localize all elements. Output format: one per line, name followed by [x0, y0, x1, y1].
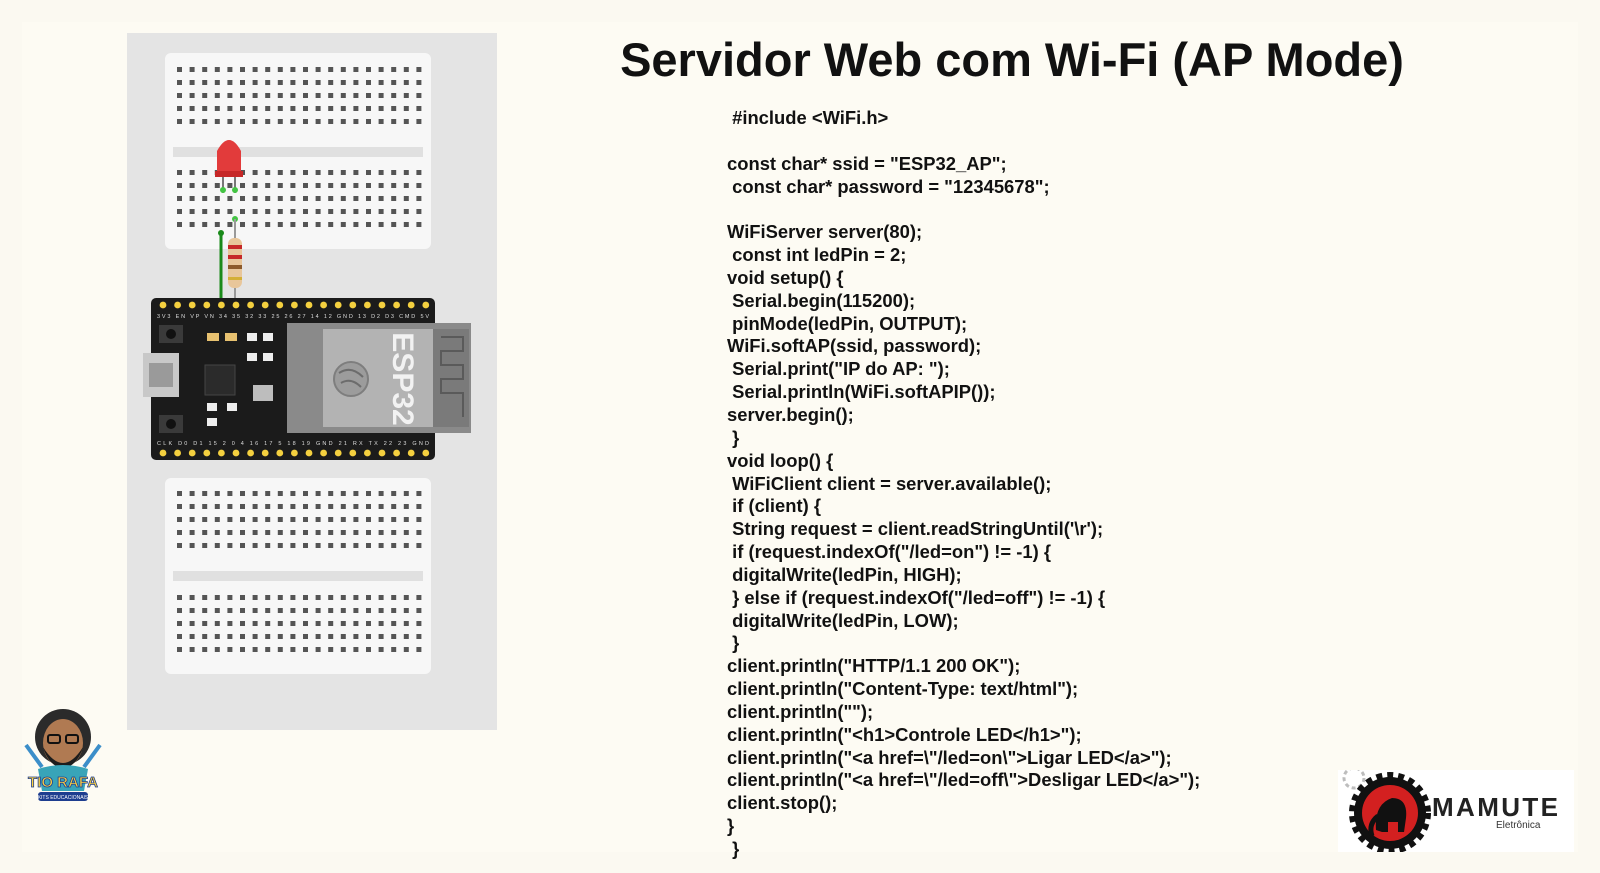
svg-text:ESP32: ESP32	[386, 332, 419, 425]
code-line: const int ledPin = 2;	[727, 244, 907, 266]
code-line: }	[727, 838, 740, 859]
svg-text:MAMUTE: MAMUTE	[1432, 792, 1558, 822]
code-line: Serial.begin(115200);	[727, 289, 916, 311]
code-line: client.println("HTTP/1.1 200 OK");	[727, 655, 1021, 677]
code-line: WiFiServer server(80);	[727, 221, 923, 243]
code-block: #include <WiFi.h> const char* ssid = "ES…	[727, 107, 1200, 861]
code-line: client.stop();	[727, 792, 838, 814]
code-line: WiFi.softAP(ssid, password);	[727, 335, 982, 357]
code-line: client.println("Content-Type: text/html"…	[727, 678, 1079, 700]
svg-text:Eletrônica: Eletrônica	[1496, 820, 1541, 831]
breadboard-illustration: 3V3 EN VP VN 34 35 32 33 25 26 27 14 12 …	[143, 53, 471, 674]
code-line: Serial.print("IP do AP: ");	[727, 358, 950, 380]
code-line: client.println("");	[727, 700, 874, 722]
code-line: if (client) {	[727, 495, 822, 517]
code-line: server.begin();	[727, 403, 854, 425]
code-line: client.println("<a href=\"/led=on\">Liga…	[727, 746, 1172, 768]
code-line: const char* password = "12345678";	[727, 175, 1050, 197]
code-line: client.println("<h1>Controle LED</h1>");	[727, 723, 1082, 745]
tio-rafa-logo: TIO RAFA KITS EDUCACIONAIS	[18, 695, 108, 807]
code-line: }	[727, 426, 740, 448]
code-line: void loop() {	[727, 449, 834, 471]
code-line: WiFiClient client = server.available();	[727, 472, 1052, 494]
svg-text:TIO RAFA: TIO RAFA	[28, 774, 98, 791]
code-line: String request = client.readStringUntil(…	[727, 518, 1104, 540]
circuit-diagram: 3V3 EN VP VN 34 35 32 33 25 26 27 14 12 …	[127, 33, 497, 730]
code-line: digitalWrite(ledPin, HIGH);	[727, 563, 962, 585]
code-line: }	[727, 632, 740, 654]
code-line: void setup() {	[727, 266, 844, 288]
resistor-icon	[228, 216, 242, 305]
led-icon	[215, 140, 243, 193]
svg-text:CLK D0 D1 15 2 0 4 16 17 5 18: CLK D0 D1 15 2 0 4 16 17 5 18 19 GND 21 …	[157, 441, 429, 447]
code-line: } else if (request.indexOf("/led=off") !…	[727, 586, 1106, 608]
code-line: }	[727, 815, 735, 837]
slide-title: Servidor Web com Wi-Fi (AP Mode)	[620, 33, 1404, 86]
code-line: pinMode(ledPin, OUTPUT);	[727, 312, 968, 334]
code-line: digitalWrite(ledPin, LOW);	[727, 609, 959, 631]
esp32-board: 3V3 EN VP VN 34 35 32 33 25 26 27 14 12 …	[143, 298, 471, 460]
code-line: Serial.println(WiFi.softAPIP());	[727, 381, 996, 403]
code-line: #include <WiFi.h>	[727, 107, 889, 128]
code-line: client.println("<a href=\"/led=off\">Des…	[727, 769, 1201, 791]
code-line: const char* ssid = "ESP32_AP";	[727, 152, 1007, 174]
mamute-logo: MAMUTE Eletrônica	[1338, 766, 1574, 854]
code-line: if (request.indexOf("/led=on") != -1) {	[727, 541, 1051, 563]
svg-text:KITS EDUCACIONAIS: KITS EDUCACIONAIS	[38, 795, 89, 801]
